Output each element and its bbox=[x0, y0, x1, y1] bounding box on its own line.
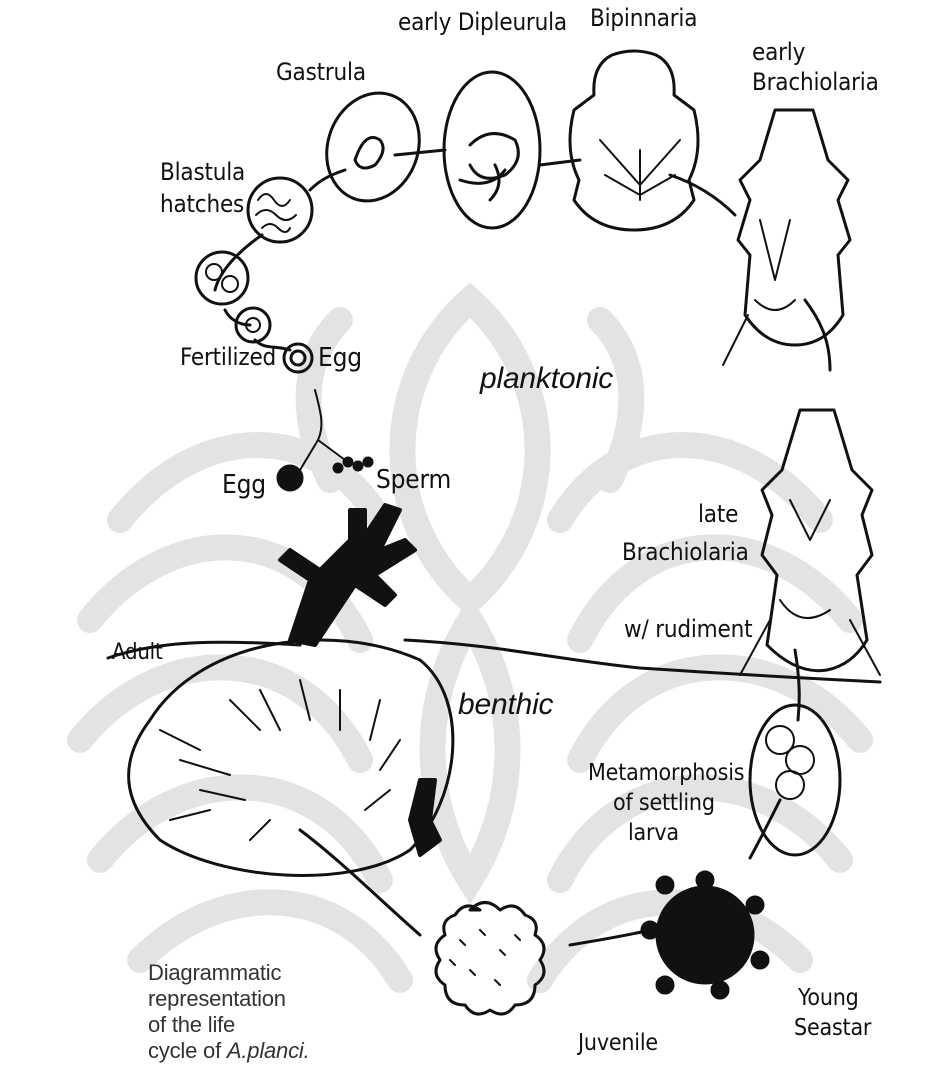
label-late-brachiolaria-line3: w/ rudiment bbox=[624, 615, 752, 643]
caption-line-1: Diagrammatic bbox=[148, 960, 310, 986]
label-bipinnaria: Bipinnaria bbox=[590, 4, 697, 32]
label-juvenile: Juvenile bbox=[578, 1030, 658, 1056]
label-metamorphosis-line2: of settling bbox=[613, 790, 715, 816]
label-early-brachiolaria-line2: Brachiolaria bbox=[752, 68, 879, 96]
label-young-seastar-line1: Young bbox=[798, 985, 859, 1011]
label-gastrula: Gastrula bbox=[276, 58, 366, 86]
egg-drawing bbox=[278, 466, 302, 490]
label-sperm: Sperm bbox=[376, 465, 451, 495]
caption-line-4-prefix: cycle of bbox=[148, 1038, 227, 1063]
label-young-seastar-line2: Seastar bbox=[794, 1015, 871, 1041]
label-egg: Egg bbox=[222, 470, 266, 500]
early-dipleurula-drawing bbox=[444, 72, 540, 228]
label-blastula-line1: Blastula bbox=[160, 158, 245, 186]
label-fertilized: Fertilized bbox=[180, 343, 276, 371]
label-early-dipleurula: early Dipleurula bbox=[398, 8, 567, 36]
caption-line-3: of the life bbox=[148, 1012, 310, 1038]
label-early-brachiolaria-line1: early bbox=[752, 38, 805, 66]
caption-line-2: representation bbox=[148, 986, 310, 1012]
blastula-drawing bbox=[248, 178, 312, 242]
label-late-brachiolaria-line2: Brachiolaria bbox=[622, 538, 749, 566]
diagram-caption: Diagrammatic representation of the life … bbox=[148, 960, 310, 1064]
label-blastula-line2: hatches bbox=[160, 190, 244, 218]
zone-planktonic: planktonic bbox=[480, 362, 613, 396]
label-adult: Adult bbox=[112, 640, 163, 665]
label-metamorphosis-line1: Metamorphosis bbox=[588, 760, 744, 786]
early-brachiolaria-drawing bbox=[738, 110, 850, 345]
label-late-brachiolaria-line1: late bbox=[698, 500, 738, 528]
caption-line-4: cycle of A.planci. bbox=[148, 1038, 310, 1064]
young-seastar-drawing bbox=[642, 872, 768, 998]
zone-benthic: benthic bbox=[458, 688, 553, 722]
label-metamorphosis-line3: larva bbox=[628, 820, 679, 846]
caption-species-name: A.planci. bbox=[227, 1038, 310, 1063]
label-egg-top: Egg bbox=[318, 343, 362, 373]
juvenile-drawing bbox=[436, 903, 544, 1015]
morula-drawing bbox=[196, 252, 248, 304]
gastrula-drawing bbox=[312, 80, 434, 214]
